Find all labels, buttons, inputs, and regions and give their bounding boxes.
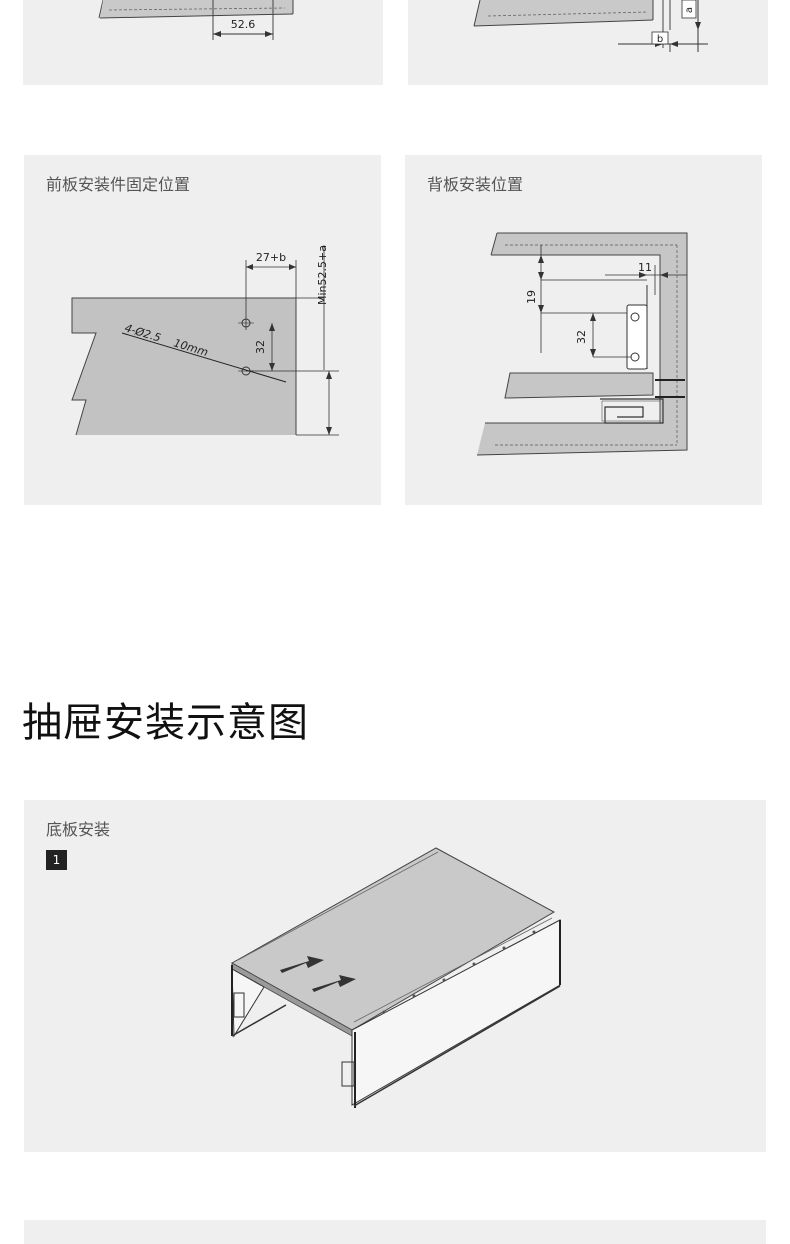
next-panel [24,1220,766,1244]
dim-32: 32 [575,330,588,344]
dim-11: 11 [638,261,652,274]
top-left-diagram-panel: 52.6 [23,0,383,85]
bottom-board-install-title: 底板安装 [46,820,111,839]
dim-19: 19 [525,290,538,304]
front-panel-fixing-panel: 前板安装件固定位置 27+b Min52.5+a 32 4-Ø2.510 [24,155,381,505]
dim-b: b [657,34,663,45]
front-panel-drawing: 27+b Min52.5+a 32 4-Ø2.510mm [71,245,339,436]
step-number-badge: 1 [46,850,67,870]
dim-52-6: 52.6 [231,18,256,31]
dim-hole-spacing-32: 32 [254,340,267,354]
front-panel-fixing-title: 前板安装件固定位置 [46,175,191,194]
top-right-diagram: b a [473,0,708,52]
dim-27-plus-b: 27+b [256,251,286,264]
back-panel-position-title: 背板安装位置 [427,175,524,194]
back-panel-drawing: 19 32 11 [476,232,688,456]
drawer-drawing [230,847,561,1108]
dim-a: a [684,7,695,13]
bottom-board-install-panel: 底板安装 1 [24,800,766,1152]
drawer-installation-heading: 抽屉安装示意图 [22,700,309,746]
top-right-diagram-panel: b a [408,0,768,85]
back-panel-position-panel: 背板安装位置 19 32 [405,155,762,505]
dim-min52-5-plus-a: Min52.5+a [316,245,329,305]
top-left-diagram: 52.6 [98,0,294,40]
